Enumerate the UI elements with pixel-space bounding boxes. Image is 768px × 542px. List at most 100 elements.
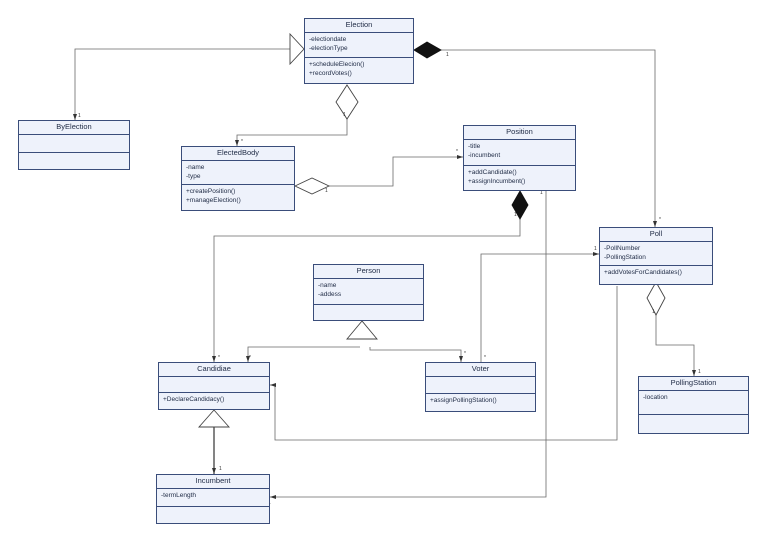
class-name: PollingStation <box>639 377 748 391</box>
edge-person-candidate <box>247 346 360 362</box>
class-attributes: -title -incumbent <box>464 140 575 166</box>
arrowhead <box>246 356 250 362</box>
class-attributes: -name -type <box>182 161 294 185</box>
attribute: -electionType <box>309 44 348 52</box>
arrowhead <box>235 140 239 146</box>
multiplicity-label: 1 <box>540 190 543 196</box>
aggregation-diamond <box>646 281 666 316</box>
operation: +assignIncumbent() <box>468 177 526 185</box>
class-operations: +addCandidate() +assignIncumbent() <box>464 166 575 190</box>
class-name: Election <box>305 19 413 33</box>
multiplicity-label: * <box>484 355 486 361</box>
class-operations <box>314 305 423 320</box>
attribute: -addess <box>318 290 342 298</box>
composition-diamond <box>413 41 442 59</box>
class-operations <box>19 153 129 169</box>
class-attributes: -name -addess <box>314 279 423 305</box>
generalization-triangle <box>289 32 305 66</box>
class-name: ElectedBody <box>182 147 294 161</box>
multiplicity-label: 1 <box>652 309 655 315</box>
edge-election-electedbody <box>236 119 348 146</box>
class-election[interactable]: Election -electiondate -electionType +sc… <box>304 18 414 84</box>
arrowhead <box>457 155 463 159</box>
class-name: Position <box>464 126 575 140</box>
arrowhead <box>459 356 463 362</box>
class-pollingstation[interactable]: PollingStation -location <box>638 376 749 434</box>
multiplicity-label: 1 <box>594 246 597 252</box>
class-attributes: -PollNumber -PollingStation <box>600 242 712 266</box>
class-attributes: -termLength <box>157 489 269 507</box>
attribute: -incumbent <box>468 151 501 159</box>
edge-electedbody-position <box>329 156 463 187</box>
generalization-triangle <box>198 409 230 428</box>
class-poll[interactable]: Poll -PollNumber -PollingStation +addVot… <box>599 227 713 285</box>
arrowhead <box>270 495 276 499</box>
attribute: -PollingStation <box>604 253 646 261</box>
class-name: ByElection <box>19 121 129 135</box>
multiplicity-label: * <box>464 351 466 357</box>
attribute: -title <box>468 143 481 150</box>
multiplicity-label: 1 <box>698 369 701 375</box>
class-operations: +DeclareCandidacy() <box>159 393 269 409</box>
arrowhead <box>73 114 77 120</box>
class-attributes <box>19 135 129 153</box>
arrowhead <box>212 356 216 362</box>
class-attributes: -electiondate -electionType <box>305 33 413 58</box>
class-voter[interactable]: Voter +assignPollingStation() <box>425 362 536 412</box>
arrowhead <box>653 221 657 227</box>
composition-diamond <box>511 190 529 220</box>
attribute: -name <box>186 164 205 171</box>
multiplicity-label: 1 <box>78 113 81 119</box>
operation: +assignPollingStation() <box>430 397 497 404</box>
operation: +createPosition() <box>186 188 236 195</box>
multiplicity-label: 1 <box>514 212 517 218</box>
arrowhead <box>593 252 599 256</box>
attribute: -electiondate <box>309 36 347 43</box>
aggregation-diamond <box>293 177 331 195</box>
multiplicity-label: * <box>218 355 220 361</box>
class-operations: +scheduleElecion() +recordVotes() <box>305 58 413 83</box>
class-name: Voter <box>426 363 535 377</box>
edge-position-incumbent <box>270 191 547 498</box>
class-name: Candidiae <box>159 363 269 377</box>
operation: +recordVotes() <box>309 69 352 77</box>
multiplicity-label: * <box>456 149 458 155</box>
generalization-triangle <box>346 320 378 340</box>
multiplicity-label: * <box>241 139 243 145</box>
class-operations: +createPosition() +manageElection() <box>182 185 294 210</box>
class-person[interactable]: Person -name -addess <box>313 264 424 321</box>
class-electedbody[interactable]: ElectedBody -name -type +createPosition(… <box>181 146 295 211</box>
attribute: -PollNumber <box>604 245 641 252</box>
arrowhead <box>270 383 276 387</box>
class-attributes <box>426 377 535 394</box>
operation: +addVotesForCandidates() <box>604 269 682 276</box>
class-candidate[interactable]: Candidiae +DeclareCandidacy() <box>158 362 270 410</box>
edge-person-voter <box>369 347 462 362</box>
class-name: Incumbent <box>157 475 269 489</box>
edge-poll-pollingstation <box>655 315 695 376</box>
operation: +addCandidate() <box>468 169 517 176</box>
edge-position-candidate <box>213 219 521 362</box>
edge-election-poll <box>441 49 656 227</box>
arrowhead <box>212 468 216 474</box>
class-attributes: -location <box>639 391 748 415</box>
class-position[interactable]: Position -title -incumbent +addCandidate… <box>463 125 576 191</box>
attribute: -location <box>643 394 668 401</box>
edge-voter-poll <box>480 253 599 362</box>
attribute: -name <box>318 282 337 289</box>
attribute: -termLength <box>161 492 197 499</box>
class-operations <box>639 415 748 433</box>
multiplicity-label: * <box>613 283 615 289</box>
multiplicity-label: * <box>249 355 251 361</box>
class-operations: +addVotesForCandidates() <box>600 266 712 284</box>
class-incumbent[interactable]: Incumbent -termLength <box>156 474 270 524</box>
operation: +DeclareCandidacy() <box>163 396 225 403</box>
class-byelection[interactable]: ByElection <box>18 120 130 170</box>
operation: +scheduleElecion() <box>309 61 365 68</box>
class-operations: +assignPollingStation() <box>426 394 535 411</box>
multiplicity-label: 1 <box>325 188 328 194</box>
class-operations <box>157 507 269 523</box>
attribute: -type <box>186 172 201 180</box>
aggregation-diamond <box>335 84 359 120</box>
